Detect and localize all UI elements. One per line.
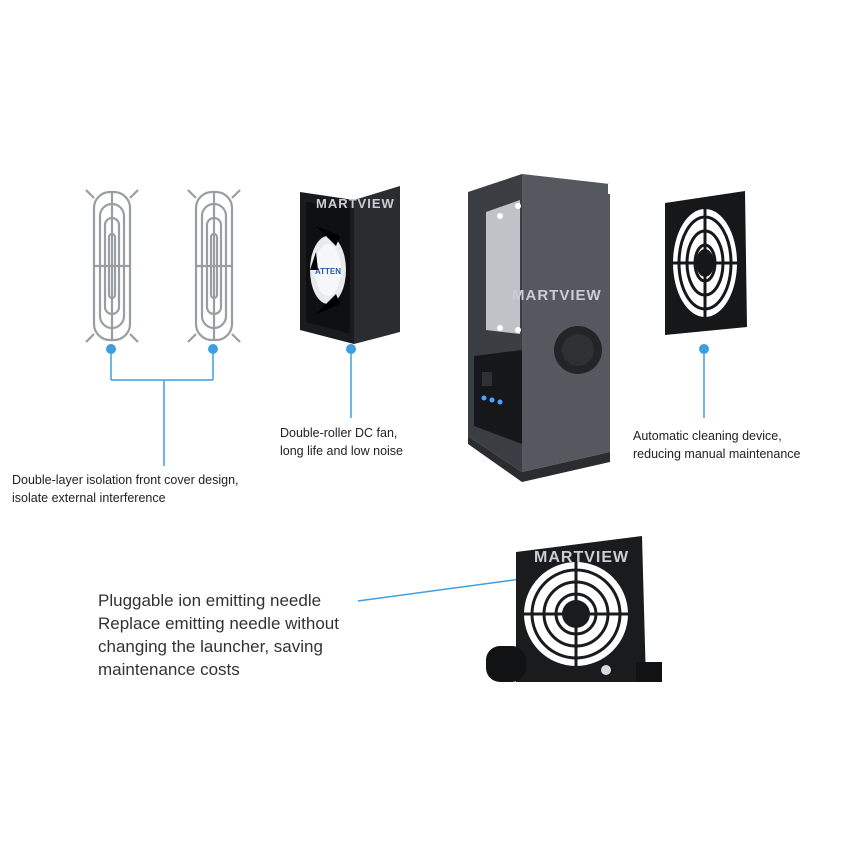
caption-fan-line-1: Double-roller DC fan,: [280, 426, 398, 440]
watermark-text: MARTVIEW: [316, 196, 395, 211]
caption-fan: Double-roller DC fan, long life and low …: [280, 424, 403, 460]
fan-filter-icon: [661, 191, 751, 341]
caption-needle: Pluggable ion emitting needle Replace em…: [98, 589, 339, 681]
caption-needle-line-2: Replace emitting needle without: [98, 614, 339, 633]
caption-cleaning-line-2: reducing manual maintenance: [633, 447, 801, 461]
callout-dot-cleaning: [699, 344, 709, 354]
caption-grille-line-1: Double-layer isolation front cover desig…: [12, 473, 239, 487]
caption-grille-line-2: isolate external interference: [12, 491, 166, 505]
callout-dot-grille-left: [106, 344, 116, 354]
caption-grille: Double-layer isolation front cover desig…: [12, 471, 239, 507]
callout-dot-fan: [346, 344, 356, 354]
ion-needle-fan-icon: MARTVIEW: [486, 534, 662, 682]
wire-fan-grille-icon: [82, 186, 142, 346]
dc-fan-icon: ATTEN MARTVIEW: [296, 186, 406, 348]
watermark-text: MARTVIEW: [534, 549, 629, 566]
caption-needle-line-4: maintenance costs: [98, 660, 240, 679]
watermark-text: MARTVIEW: [512, 287, 602, 304]
caption-cleaning-line-1: Automatic cleaning device,: [633, 429, 782, 443]
caption-cleaning: Automatic cleaning device, reducing manu…: [633, 427, 800, 463]
fan-brand-label: ATTEN: [315, 267, 341, 276]
callout-dot-grille-right: [208, 344, 218, 354]
caption-fan-line-2: long life and low noise: [280, 444, 403, 458]
wire-fan-grille-icon: [184, 186, 244, 346]
caption-needle-line-3: changing the launcher, saving: [98, 637, 323, 656]
ionizer-blower-icon: MARTVIEW: [460, 172, 620, 482]
caption-needle-line-1: Pluggable ion emitting needle: [98, 591, 322, 610]
